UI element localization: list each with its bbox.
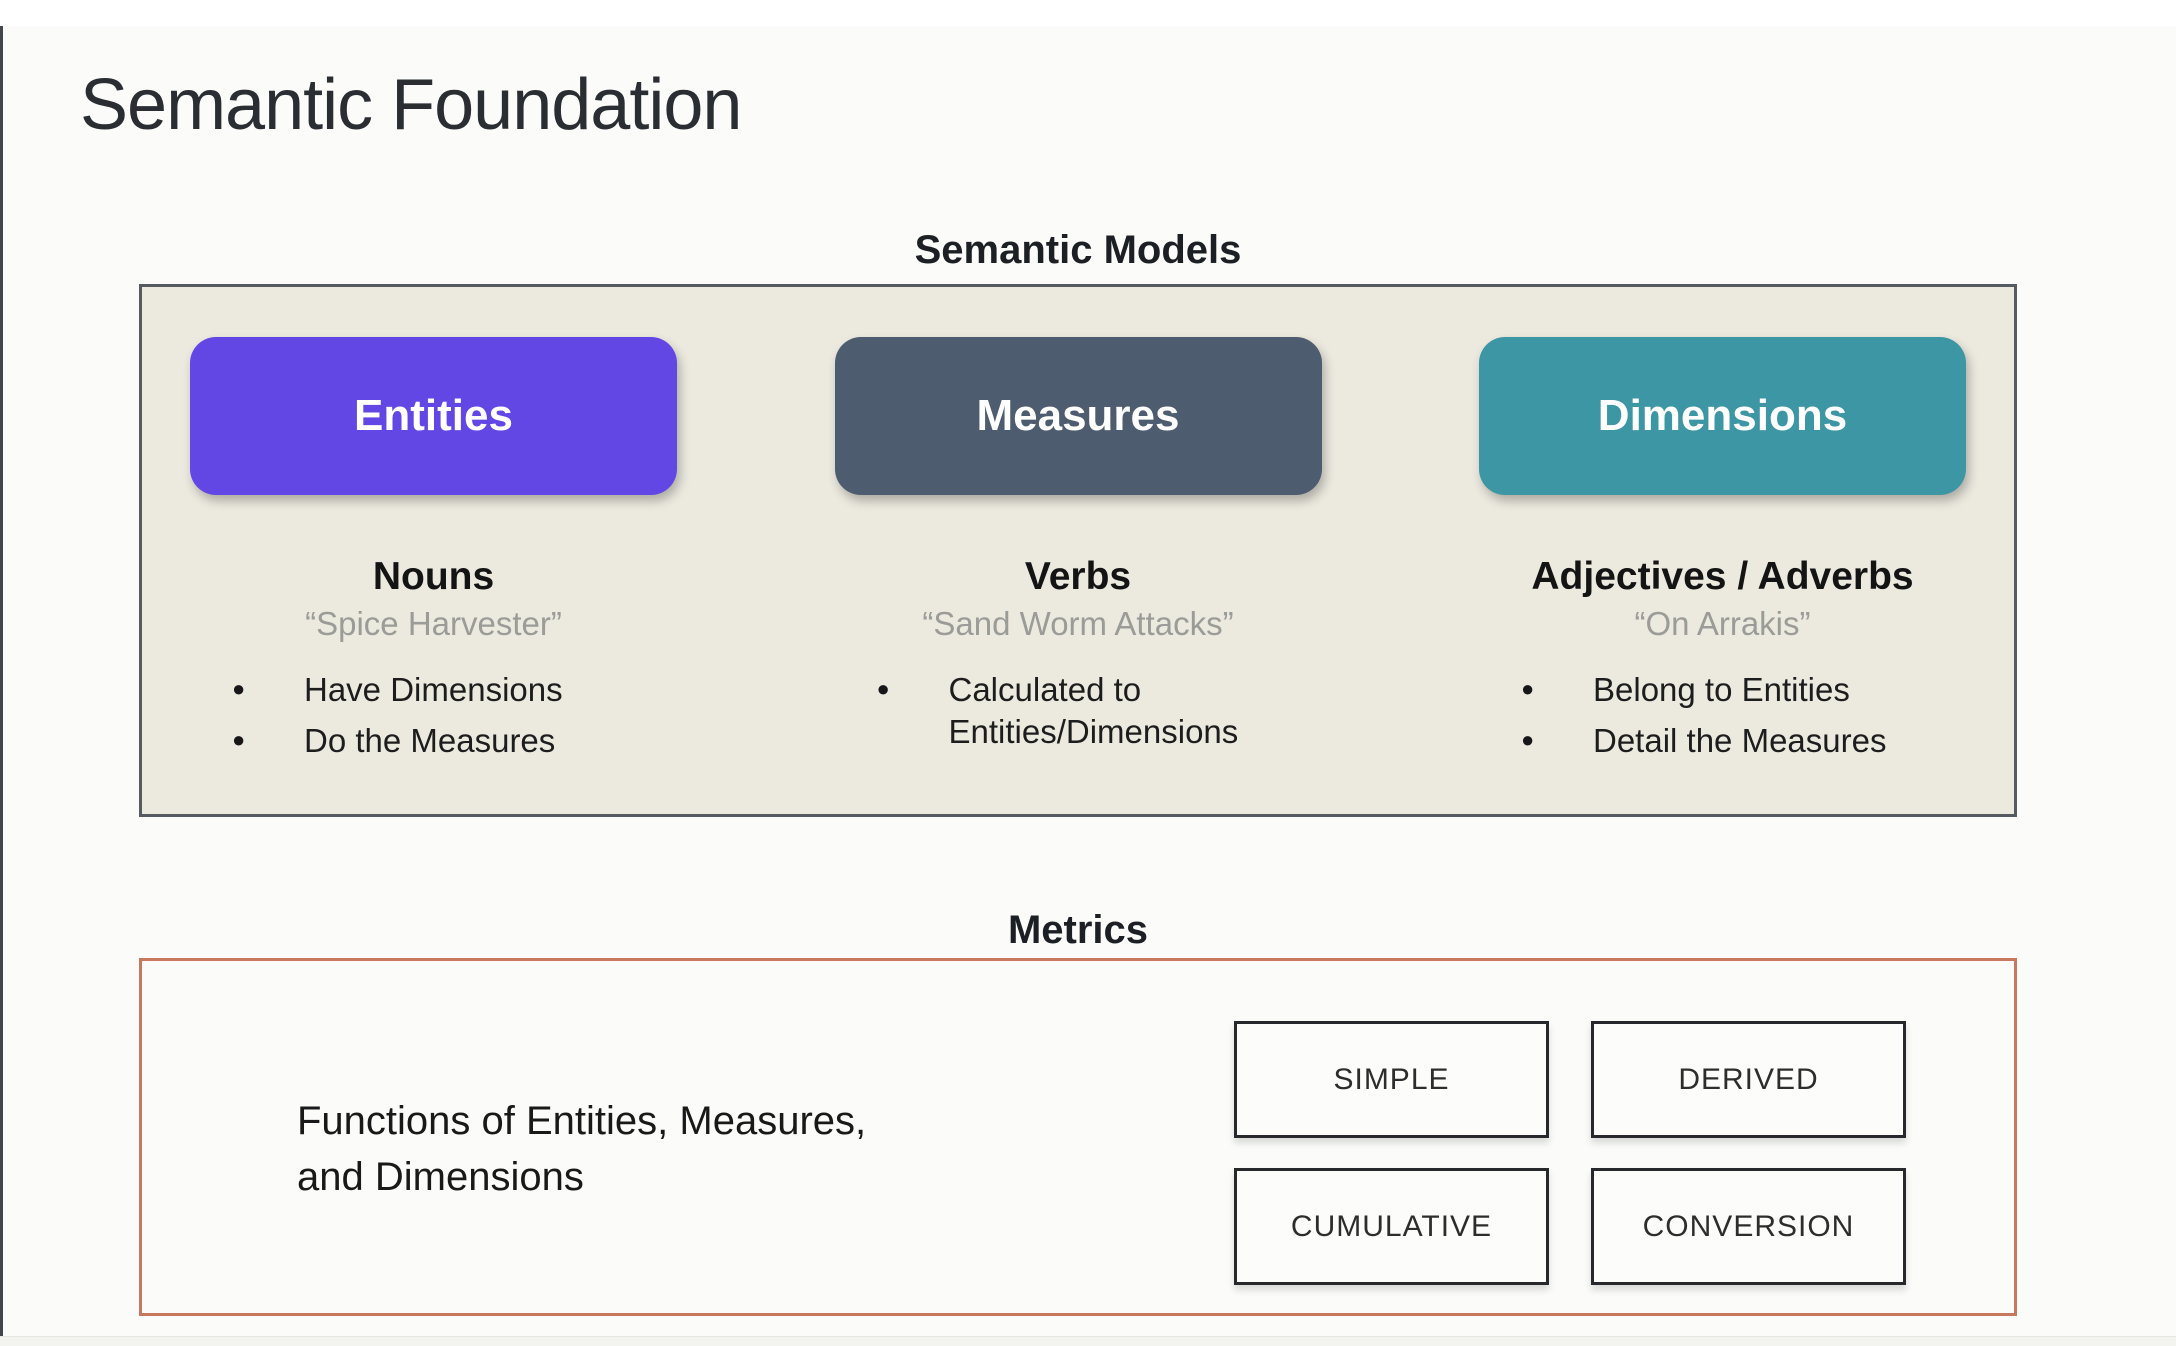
page-title: Semantic Foundation bbox=[80, 65, 742, 145]
dimensions-example: “On Arrakis” bbox=[1634, 604, 1811, 642]
dimensions-role: Adjectives / Adverbs bbox=[1531, 555, 1914, 598]
semantic-models-panel: Entities Nouns “Spice Harvester” ● Have … bbox=[139, 284, 2017, 817]
bottom-edge-strip bbox=[0, 1336, 2176, 1346]
measures-role: Verbs bbox=[1024, 555, 1132, 598]
dimensions-bullet-list: ● Belong to Entities ● Detail the Measur… bbox=[1479, 669, 1966, 770]
window-left-border bbox=[0, 26, 3, 1346]
metric-type-cumulative: CUMULATIVE bbox=[1234, 1168, 1549, 1285]
bullet-text: Calculated to Entities/Dimensions bbox=[948, 671, 1239, 751]
list-item: ● Have Dimensions bbox=[232, 669, 677, 711]
measures-bullet-list: ● Calculated to Entities/Dimensions bbox=[835, 669, 1322, 761]
top-edge-strip bbox=[0, 0, 2176, 26]
entities-example: “Spice Harvester” bbox=[305, 604, 562, 642]
bullet-icon: ● bbox=[1521, 727, 1535, 753]
semantic-models-heading: Semantic Models bbox=[914, 228, 1242, 272]
metrics-heading: Metrics bbox=[1007, 908, 1149, 952]
bullet-icon: ● bbox=[1521, 676, 1535, 702]
dimensions-button-label: Dimensions bbox=[1597, 391, 1848, 440]
entities-bullet-list: ● Have Dimensions ● Do the Measures bbox=[190, 669, 677, 770]
metrics-description: Functions of Entities, Measures, and Dim… bbox=[297, 1099, 867, 1199]
metric-type-simple: SIMPLE bbox=[1234, 1021, 1549, 1138]
measures-button-label: Measures bbox=[976, 391, 1180, 440]
metrics-panel: Functions of Entities, Measures, and Dim… bbox=[139, 958, 2017, 1316]
measures-example: “Sand Worm Attacks” bbox=[922, 604, 1234, 642]
entities-button: Entities bbox=[190, 337, 677, 495]
bullet-icon: ● bbox=[232, 727, 246, 753]
metric-types-grid: SIMPLE DERIVED CUMULATIVE CONVERSION bbox=[1234, 1021, 1906, 1285]
metric-type-conversion: CONVERSION bbox=[1591, 1168, 1906, 1285]
measures-column: Measures Verbs “Sand Worm Attacks” ● Cal… bbox=[834, 287, 1322, 814]
list-item: ● Do the Measures bbox=[232, 720, 677, 762]
bullet-icon: ● bbox=[232, 676, 246, 702]
dimensions-column: Dimensions Adjectives / Adverbs “On Arra… bbox=[1479, 287, 1966, 814]
measures-button: Measures bbox=[834, 337, 1322, 495]
bullet-icon: ● bbox=[876, 676, 890, 702]
bullet-text: Detail the Measures bbox=[1593, 722, 1887, 760]
bullet-text: Have Dimensions bbox=[304, 671, 563, 709]
list-item: ● Calculated to Entities/Dimensions bbox=[877, 669, 1322, 752]
list-item: ● Detail the Measures bbox=[1521, 720, 1966, 762]
bullet-text: Belong to Entities bbox=[1593, 671, 1850, 709]
bullet-text: Do the Measures bbox=[304, 722, 556, 760]
entities-role: Nouns bbox=[372, 555, 495, 598]
list-item: ● Belong to Entities bbox=[1521, 669, 1966, 711]
entities-button-label: Entities bbox=[354, 391, 513, 440]
entities-column: Entities Nouns “Spice Harvester” ● Have … bbox=[190, 287, 677, 814]
dimensions-button: Dimensions bbox=[1479, 337, 1966, 495]
metric-type-derived: DERIVED bbox=[1591, 1021, 1906, 1138]
